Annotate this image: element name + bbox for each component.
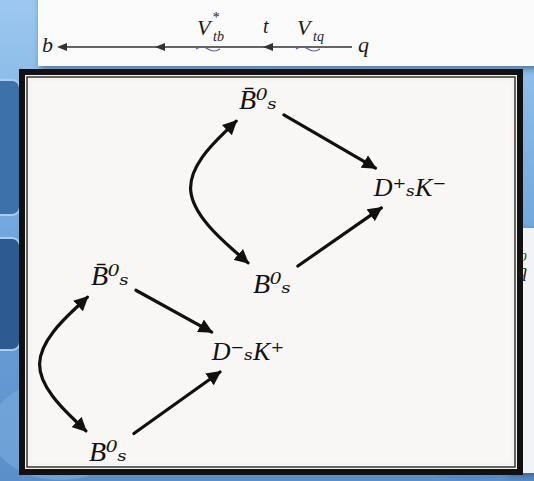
arrowhead bbox=[268, 46, 270, 47]
state-name: D⁻ₛK⁺ bbox=[212, 337, 284, 367]
formula-label: q bbox=[518, 262, 527, 280]
panel-ground bbox=[32, 82, 510, 462]
formula-label: tq bbox=[313, 30, 324, 44]
side-panel bbox=[0, 238, 20, 350]
formula-label: t bbox=[263, 16, 269, 36]
state-name: B̄⁰ₛ bbox=[239, 84, 277, 116]
state-name: B⁰ₛ bbox=[89, 436, 127, 468]
meson-state: D⁻ₛK⁺ bbox=[208, 335, 288, 369]
side-panel bbox=[0, 80, 20, 215]
state-name: D⁺ₛK⁻ bbox=[374, 173, 446, 203]
formula-label: V bbox=[297, 17, 310, 39]
mixing-arrow bbox=[40, 297, 88, 431]
main-panel bbox=[22, 72, 520, 472]
formula-label: * bbox=[212, 11, 219, 25]
decay-arrow bbox=[284, 115, 376, 168]
meson-state: B̄⁰ₛ bbox=[87, 258, 133, 294]
vertex-wiggle bbox=[196, 47, 220, 51]
background-slide bbox=[38, 0, 534, 66]
mixing-arrow bbox=[191, 121, 248, 263]
vertex-wiggle bbox=[296, 47, 320, 51]
meson-state: D⁺ₛK⁻ bbox=[370, 171, 450, 205]
decay-arrow bbox=[298, 208, 381, 266]
arrowhead bbox=[160, 46, 162, 47]
formula-label: tb bbox=[213, 30, 224, 44]
formula-label: V bbox=[197, 17, 210, 39]
quark-line bbox=[62, 46, 352, 47]
decay-arrow bbox=[136, 290, 212, 332]
formula-label: q bbox=[358, 34, 369, 56]
decay-arrow bbox=[134, 372, 220, 434]
state-name: B⁰ₛ bbox=[253, 268, 291, 300]
panel-inner-frame bbox=[27, 77, 515, 467]
meson-state: B⁰ₛ bbox=[249, 266, 295, 302]
state-name: B̄⁰ₛ bbox=[91, 260, 129, 292]
arrowhead bbox=[62, 46, 64, 47]
meson-state: B⁰ₛ bbox=[85, 434, 131, 470]
formula-label: b bbox=[42, 34, 53, 56]
meson-state: B̄⁰ₛ bbox=[235, 82, 281, 118]
